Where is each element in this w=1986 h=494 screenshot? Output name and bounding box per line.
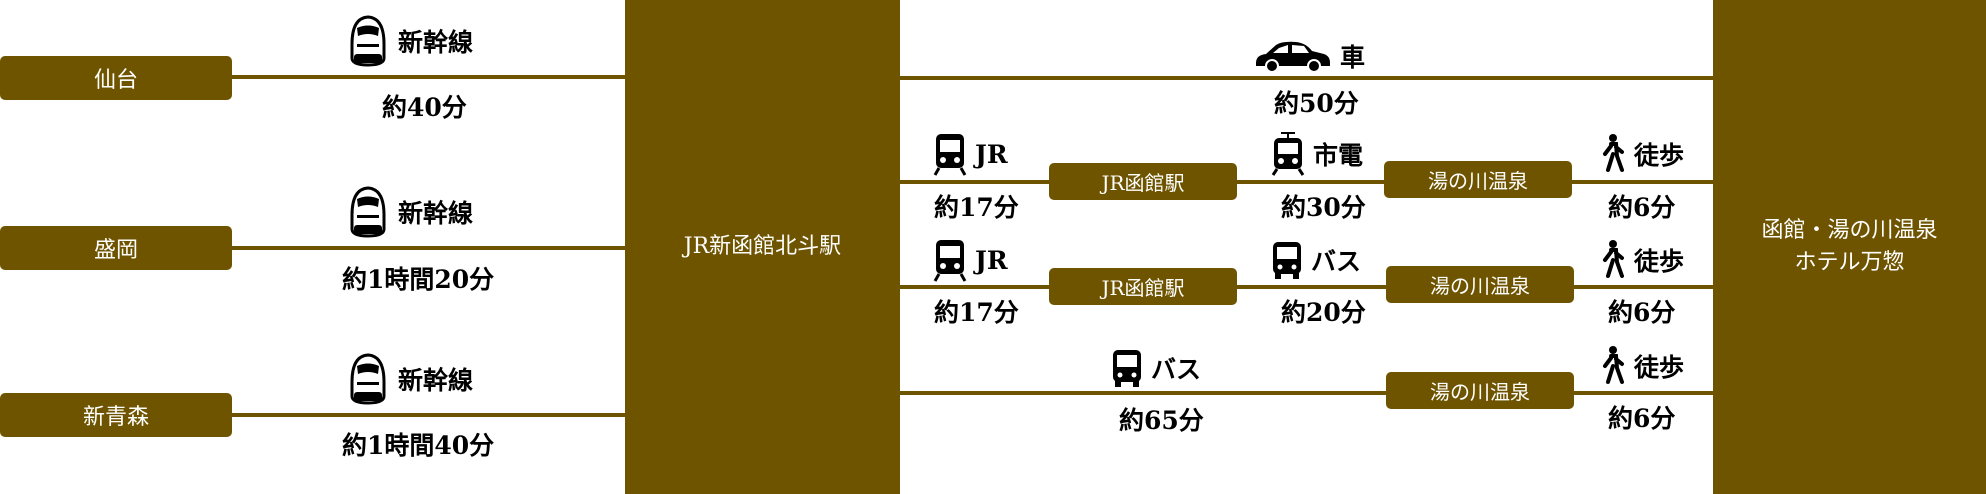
time-morioka: 約1時間20分 — [342, 265, 495, 294]
hub-station: JR新函館北斗駅 — [625, 0, 900, 494]
time-bus-1: 約20分 — [1281, 298, 1366, 327]
mode-label: 新幹線 — [398, 28, 474, 57]
shinkansen-icon — [350, 15, 386, 67]
mode-label: 車 — [1340, 43, 1366, 72]
shinkansen-icon — [350, 186, 386, 238]
stop-yunokawa-3: 湯の川温泉 — [1386, 372, 1574, 409]
mode-label: 徒歩 — [1634, 141, 1685, 170]
mode-label: JR — [975, 139, 1008, 169]
time-car: 約50分 — [1274, 89, 1359, 118]
bus-mode-1: バス — [1271, 240, 1361, 280]
time-tram: 約30分 — [1281, 193, 1366, 222]
time-jr-1: 約17分 — [934, 193, 1019, 222]
walking-icon — [1603, 346, 1624, 384]
line-jr-bus — [898, 285, 1716, 289]
walk-mode-3: 徒歩 — [1600, 346, 1684, 386]
time-walk-2: 約6分 — [1608, 298, 1676, 327]
time-walk-3: 約6分 — [1608, 404, 1676, 433]
train-icon — [933, 134, 967, 176]
destination-line2: ホテル万惣 — [1794, 250, 1905, 275]
line-bus — [898, 391, 1716, 395]
line-morioka — [180, 246, 628, 250]
line-car — [898, 76, 1716, 80]
time-sendai: 約40分 — [382, 93, 467, 122]
time-jr-2: 約17分 — [934, 298, 1019, 327]
line-sendai — [180, 75, 628, 79]
train-icon — [933, 240, 967, 282]
time-shinaomori: 約1時間40分 — [342, 431, 495, 460]
mode-label: バス — [1311, 247, 1362, 276]
mode-label: 徒歩 — [1634, 247, 1685, 276]
tram-mode: 市電 — [1271, 132, 1363, 176]
destination-line1: 函館・湯の川温泉 — [1761, 218, 1938, 244]
jr-mode-2: JR — [933, 238, 1008, 282]
shinkansen-mode-shinaomori: 新幹線 — [346, 352, 473, 406]
station-hakodate-1: JR函館駅 — [1049, 163, 1237, 200]
walk-mode-2: 徒歩 — [1600, 240, 1684, 280]
jr-mode-1: JR — [933, 132, 1008, 176]
mode-label: 新幹線 — [398, 366, 474, 395]
origin-sendai: 仙台 — [0, 56, 232, 100]
walk-mode-1: 徒歩 — [1600, 134, 1684, 174]
mode-label: 徒歩 — [1634, 353, 1685, 382]
walking-icon — [1603, 240, 1624, 278]
mode-label: 市電 — [1313, 141, 1364, 170]
line-jr-tram — [898, 180, 1716, 184]
station-hakodate-2: JR函館駅 — [1049, 268, 1237, 305]
walking-icon — [1603, 134, 1624, 172]
bus-icon — [1273, 242, 1301, 279]
mode-label: 新幹線 — [398, 199, 474, 228]
origin-shinaomori: 新青森 — [0, 393, 232, 437]
time-bus-2: 約65分 — [1119, 406, 1204, 435]
car-mode: 車 — [1252, 38, 1365, 74]
stop-yunokawa-1: 湯の川温泉 — [1384, 161, 1572, 198]
bus-mode-2: バス — [1111, 348, 1201, 388]
shinkansen-mode-sendai: 新幹線 — [346, 14, 473, 68]
bus-icon — [1113, 350, 1141, 387]
tram-icon — [1271, 132, 1305, 176]
time-walk-1: 約6分 — [1608, 193, 1676, 222]
line-shinaomori — [180, 413, 628, 417]
destination-hotel: 函館・湯の川温泉 ホテル万惣 — [1713, 0, 1986, 494]
mode-label: JR — [975, 245, 1008, 275]
car-icon — [1256, 41, 1330, 73]
shinkansen-mode-morioka: 新幹線 — [346, 185, 473, 239]
mode-label: バス — [1151, 355, 1202, 384]
hub-label: JR新函館北斗駅 — [683, 234, 842, 260]
origin-morioka: 盛岡 — [0, 226, 232, 270]
stop-yunokawa-2: 湯の川温泉 — [1386, 266, 1574, 303]
shinkansen-icon — [350, 353, 386, 405]
